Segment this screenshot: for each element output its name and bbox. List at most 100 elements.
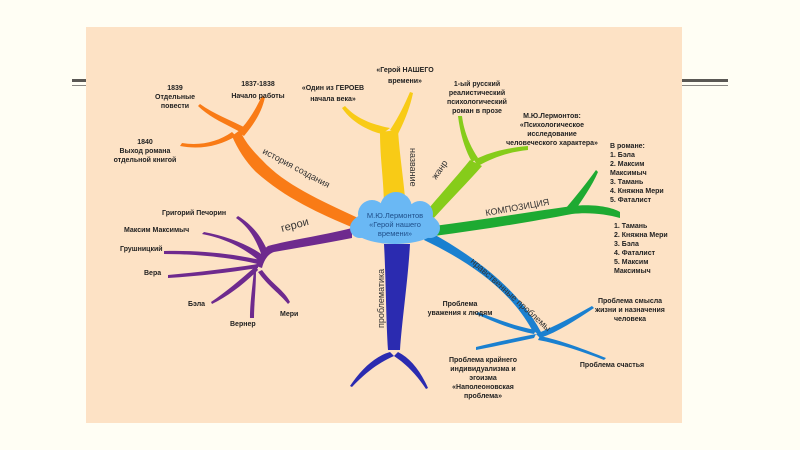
note-line: Вера xyxy=(144,270,162,277)
note-line: В романе: xyxy=(610,143,645,150)
note-line: Начало работы xyxy=(231,93,285,100)
note-line: Бэла xyxy=(188,301,206,308)
note-moral-individualism: Проблема крайнего индивидуализма и эгоиз… xyxy=(440,356,526,401)
note-line: «Один из ГЕРОЕВ xyxy=(301,85,365,92)
note-moral-respect: Проблема уважения к людям xyxy=(420,300,500,318)
note-hero-verner: Вернер xyxy=(230,320,256,329)
note-title-final: «Герой НАШЕГО времени» xyxy=(372,66,438,86)
note-line: индивидуализма и xyxy=(450,366,516,373)
branch-problematics-label: проблематика xyxy=(376,269,386,328)
note-line: 1837-1838 xyxy=(241,81,275,88)
note-line: начала века» xyxy=(310,96,356,103)
decorative-line-right-thick xyxy=(682,79,728,82)
branch-problematics-twig-left xyxy=(350,352,394,387)
note-line: реалистический xyxy=(448,90,506,97)
note-line: жизни и назначения xyxy=(595,307,665,314)
note-line: «Психологическое xyxy=(519,122,585,129)
center-cloud xyxy=(350,192,440,244)
note-history-1840: 1840 Выход романа отдельной книгой xyxy=(106,138,184,165)
note-line: Вернер xyxy=(230,321,256,328)
branch-title-label: название xyxy=(408,148,418,187)
note-composition-novel-order: В романе: 1. Бэла 2. Максим Максимыч 3. … xyxy=(610,142,676,205)
branch-composition-twig-up xyxy=(566,170,598,212)
branch-history-trunk xyxy=(232,130,358,228)
note-line: Максимыч xyxy=(610,170,647,177)
note-line: 1. Бэла xyxy=(610,152,635,159)
branch-moral-twig-respect xyxy=(476,312,536,334)
branch-problematics-trunk xyxy=(384,244,410,350)
branch-history-twig-1837 xyxy=(238,96,265,136)
note-line: Григорий Печорин xyxy=(162,210,227,217)
note-line: 2. Максим xyxy=(610,161,645,168)
branch-genre xyxy=(424,116,528,220)
branch-genre-twig-right xyxy=(474,146,528,166)
note-line: человека xyxy=(613,316,647,323)
note-line: 3. Тамань xyxy=(610,179,644,186)
note-line: 4. Фаталист xyxy=(614,250,656,257)
note-history-1839: 1839 Отдельные повести xyxy=(148,84,202,111)
note-line: Максимыч xyxy=(614,268,651,275)
branch-heroes-twig-bela xyxy=(211,266,258,304)
branch-problematics-twig-right xyxy=(394,352,428,389)
note-line: Максим Максимыч xyxy=(124,227,190,234)
note-line: «Герой НАШЕГО xyxy=(376,67,434,74)
branch-composition xyxy=(434,170,620,236)
note-line: повести xyxy=(160,103,190,110)
note-line: эгоизма xyxy=(469,375,497,382)
note-title-old: «Один из ГЕРОЕВ начала века» xyxy=(298,84,368,104)
decorative-line-left-thin xyxy=(72,85,86,86)
branch-heroes-trunk xyxy=(256,228,352,268)
branch-title xyxy=(342,92,413,210)
branch-genre-twig-up xyxy=(458,116,478,162)
note-line: Проблема крайнего xyxy=(448,357,517,364)
note-line: уважения к людям xyxy=(427,310,493,317)
note-line: Выход романа xyxy=(119,148,171,155)
branch-heroes-twig-verner xyxy=(250,270,256,318)
branch-title-twig-left xyxy=(342,106,390,134)
note-line: психологический xyxy=(447,99,507,106)
note-line: 5. Фаталист xyxy=(610,197,652,204)
branch-moral-twig-individualism xyxy=(476,334,536,350)
note-line: исследование xyxy=(527,131,577,138)
note-line: проблема» xyxy=(464,393,502,400)
branch-heroes-twig-meri xyxy=(258,270,290,304)
note-hero-vera: Вера xyxy=(144,269,161,278)
center-topic-line: М.Ю.Лермонтов xyxy=(366,211,424,220)
branch-title-trunk xyxy=(380,130,406,210)
branch-moral-trunk xyxy=(424,232,544,338)
branch-moral-twig-meaning xyxy=(536,306,594,338)
branch-history xyxy=(180,96,358,228)
note-line: 5. Максим xyxy=(614,259,649,266)
branch-moral xyxy=(424,232,606,360)
note-line: М.Ю.Лермонтов: xyxy=(523,113,581,120)
note-hero-maksim: Максим Максимыч xyxy=(124,226,189,235)
decorative-line-left-thick xyxy=(72,79,86,82)
note-line: Мери xyxy=(280,311,299,318)
note-line: роман в прозе xyxy=(452,108,502,115)
branch-moral-twig-happiness xyxy=(538,336,606,360)
note-moral-happiness: Проблема счастья xyxy=(572,361,652,370)
note-hero-grushnitsky: Грушницкий xyxy=(120,245,163,254)
note-line: Проблема смысла xyxy=(597,298,663,305)
note-line: 4. Княжна Мери xyxy=(610,188,664,195)
branch-problematics xyxy=(350,244,428,389)
branch-heroes-twig-vera xyxy=(168,264,258,278)
center-topic-line: «Герой нашего xyxy=(369,220,421,229)
note-line: отдельной книгой xyxy=(113,157,177,164)
branch-genre-label: жанр xyxy=(429,158,449,181)
note-line: 1840 xyxy=(137,139,153,146)
note-composition-chronological: 1. Тамань 2. Княжна Мери 3. Бэла 4. Фата… xyxy=(614,222,680,276)
note-line: 1-ый русский xyxy=(453,81,501,88)
decorative-line-right-thin xyxy=(682,85,728,86)
center-topic-line: времени» xyxy=(377,229,413,238)
note-hero-pechorin: Григорий Печорин xyxy=(162,209,226,218)
note-line: Отдельные xyxy=(155,94,195,101)
note-line: 1. Тамань xyxy=(614,223,648,230)
note-history-1837: 1837-1838 Начало работы xyxy=(226,80,290,101)
note-line: человеческого характера» xyxy=(506,140,598,147)
note-line: 2. Княжна Мери xyxy=(614,232,668,239)
branch-heroes xyxy=(164,216,352,318)
branch-title-twig-right xyxy=(390,92,413,134)
branch-heroes-label: герои xyxy=(280,216,310,235)
